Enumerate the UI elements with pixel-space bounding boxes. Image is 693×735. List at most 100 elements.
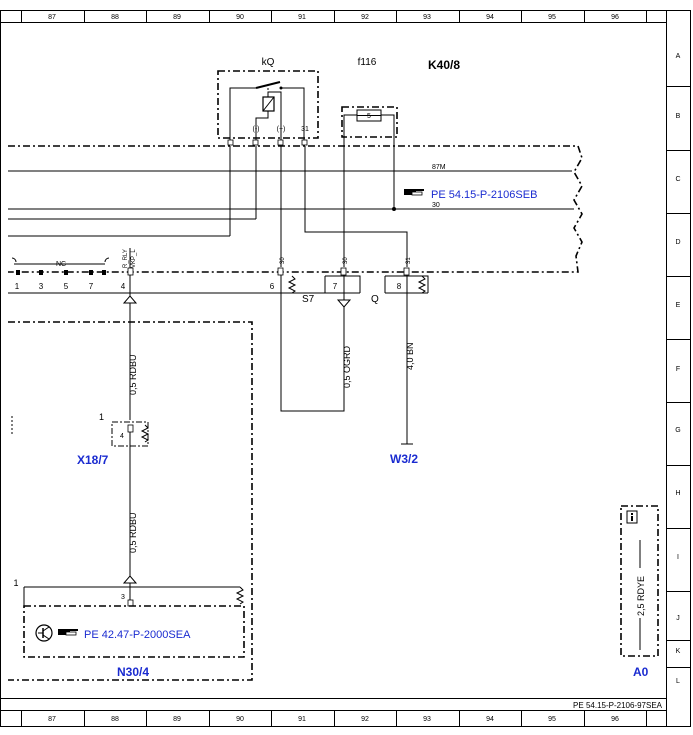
column-label: 96 — [611, 14, 619, 21]
reference-pe-54-15-p-2106seb[interactable]: PE 54.15-P-2106SEB — [431, 189, 537, 201]
column-label: 91 — [298, 14, 306, 21]
nc-label: NC — [56, 261, 66, 268]
relay-kq-box — [217, 70, 319, 139]
pointing-hand-icon[interactable] — [404, 189, 424, 196]
column-label: 96 — [611, 716, 619, 723]
reference-pe-42-47-p-2000sea[interactable]: PE 42.47-P-2000SEA — [84, 629, 191, 641]
wire-ogrd-loop — [280, 275, 345, 412]
wire-label-rdbu-upper: 0,5 RDBU — [128, 354, 138, 395]
pin-number: 5 — [64, 282, 69, 291]
wire-label-rdbu-lower: 0,5 RDBU — [128, 512, 138, 553]
module-n30-4-name[interactable]: N30/4 — [117, 665, 149, 679]
pin8-box — [385, 275, 429, 293]
sheet-reference: PE 54.15-P-2106-97SEA — [573, 701, 663, 710]
column-label: 88 — [111, 716, 119, 723]
pin-number: 6 — [270, 282, 275, 291]
fuse-value: 5 — [367, 113, 371, 120]
wire-label-bn: 4,0 BN — [405, 342, 415, 370]
row-label: K — [676, 648, 681, 655]
nc-bracket-left — [11, 257, 17, 263]
row-label: G — [675, 427, 680, 434]
info-icon[interactable] — [626, 510, 638, 524]
shield-spring-icon — [235, 586, 245, 605]
pin-number: 7 — [333, 282, 338, 291]
fuse-f116-label: f116 — [358, 57, 377, 68]
nc-bracket-right — [104, 257, 110, 263]
row-label: H — [675, 490, 680, 497]
ground-icon — [336, 299, 352, 308]
connector-arrow-icon — [122, 575, 138, 584]
pin-top-31: 31 — [406, 257, 412, 264]
pin-number: 3 — [39, 282, 44, 291]
switch-s7-label: S7 — [302, 294, 315, 305]
relay-kq-label: kQ — [262, 57, 275, 68]
pointing-hand-icon[interactable] — [58, 629, 78, 636]
shield-spring-icon — [140, 424, 150, 443]
relay-coil-wire — [255, 111, 269, 140]
wire-label-rdye: 2,5 RDYE — [636, 576, 646, 616]
rail-30-label: 30 — [432, 202, 440, 209]
row-label: J — [676, 615, 680, 622]
left-module-outline — [8, 321, 253, 681]
column-label: 93 — [423, 14, 431, 21]
column-label: 90 — [236, 716, 244, 723]
relay-wire — [281, 87, 305, 140]
pin-number: 4 — [121, 282, 126, 291]
column-label: 95 — [548, 716, 556, 723]
relay-contact-point — [279, 86, 283, 90]
connector-x18-7-name[interactable]: X18/7 — [77, 453, 109, 467]
relay-31-to-pin31 — [304, 146, 408, 267]
row-label: I — [677, 554, 679, 561]
fuse-f116-box — [341, 106, 398, 138]
row-label: E — [676, 302, 681, 309]
pin-number: 1 — [15, 282, 20, 291]
column-label: 91 — [298, 716, 306, 723]
pin4-name-vkp-l: VKP_L — [131, 249, 137, 268]
pin-top-30a: 30 — [280, 257, 286, 264]
column-label: 94 — [486, 716, 494, 723]
x18-7-pin-inner: 4 — [120, 433, 124, 440]
k40-8-module-outline — [8, 145, 583, 273]
column-label: 89 — [173, 716, 181, 723]
rail-87m-label: 87M — [432, 164, 446, 171]
pin-number: 8 — [397, 282, 402, 291]
relay-coil-diagonal — [262, 96, 275, 112]
n30-4-pin-stub — [127, 599, 134, 607]
column-label: 87 — [48, 716, 56, 723]
wire-label-ogrd: 0,5 OGRD — [342, 345, 352, 388]
column-label: 95 — [548, 14, 556, 21]
pin4-name-r-rly: R_RLY — [123, 249, 129, 268]
column-tick-marks — [21, 10, 647, 726]
column-label: 88 — [111, 14, 119, 21]
x18-7-pin-outer: 1 — [99, 412, 104, 422]
row-label: A — [676, 53, 681, 60]
a0-info-box — [620, 505, 659, 657]
module-k40-8-name: K40/8 — [428, 58, 460, 72]
column-label: 89 — [173, 14, 181, 21]
row-label: F — [676, 366, 680, 373]
column-label: 94 — [486, 14, 494, 21]
pin-top-30b: 30 — [343, 257, 349, 264]
connector-x18-7-box — [111, 421, 149, 447]
ground-w3-2-name[interactable]: W3/2 — [390, 452, 418, 466]
fuse-wire-left — [343, 114, 357, 146]
pin7-box — [325, 275, 361, 293]
n30-4-pin-outer: 1 — [13, 578, 18, 588]
column-label: 92 — [361, 716, 369, 723]
row-label: L — [676, 678, 680, 685]
transistor-icon — [35, 624, 53, 642]
sheet-border — [0, 10, 691, 727]
relay-pin-plus: (+) — [277, 126, 286, 133]
column-label: 93 — [423, 716, 431, 723]
row-label: D — [675, 239, 680, 246]
relay-wire — [229, 87, 256, 140]
module-a0-name[interactable]: A0 — [633, 665, 649, 679]
column-label: 90 — [236, 14, 244, 21]
connector-arrow-icon — [122, 295, 138, 304]
pin-number: 7 — [89, 282, 94, 291]
relay-pin-31: 31 — [301, 126, 309, 133]
wire-label-bg — [634, 568, 646, 618]
column-label: 87 — [48, 14, 56, 21]
